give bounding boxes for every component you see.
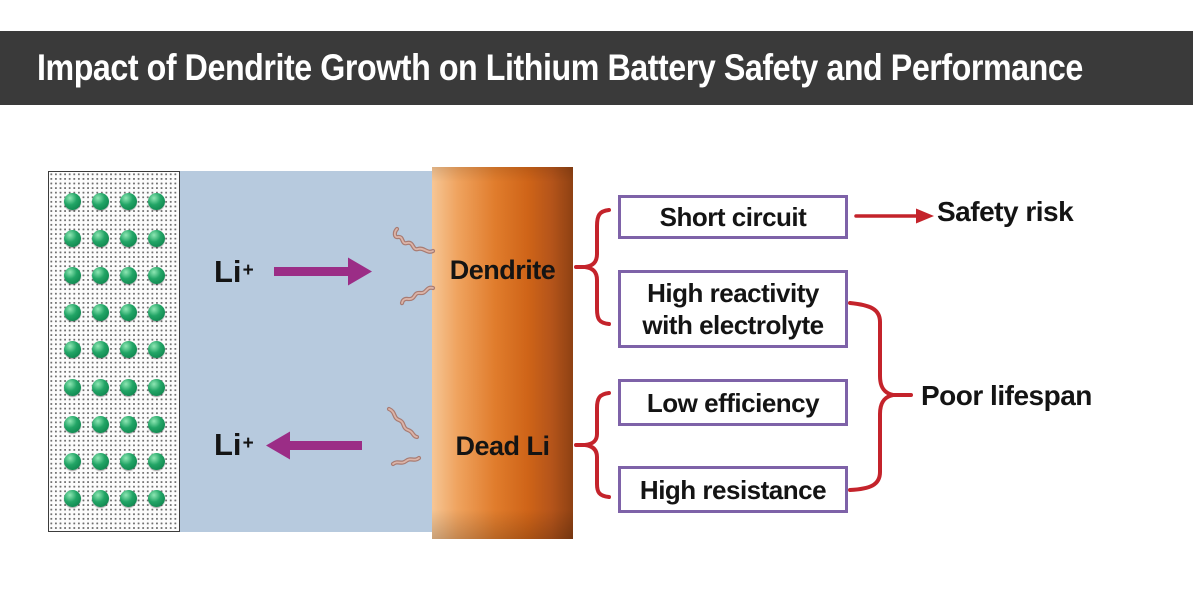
lithium-atom [63,341,81,359]
safety-risk-label: Safety risk [937,196,1074,227]
lithium-atom [147,193,165,211]
dead-li-fragment-lower [390,455,422,467]
lithium-atom [91,193,109,211]
lithium-atom [63,304,81,322]
dead-li-label: Dead Li [455,431,550,461]
lithium-atom [119,415,137,433]
lithium-atom [91,489,109,507]
lithium-atom [63,267,81,285]
short-circuit-text: Short circuit [659,202,807,232]
plus-charge-sup: + [242,260,254,281]
high-reactivity-line2: with electrolyte [642,310,824,340]
safety-risk-arrow [854,208,934,224]
high-reactivity-box: High reactivity with electrolyte [618,270,848,348]
low-efficiency-box: Low efficiency [618,379,848,426]
lithium-atom [63,452,81,470]
li-ion-label-bottom: Li+ [214,427,254,462]
lithium-atom [119,341,137,359]
lithium-atom [147,230,165,248]
lithium-atom [119,378,137,396]
dendrite-label: Dendrite [449,255,556,285]
lithium-atom [119,267,137,285]
lithium-atom [147,341,165,359]
lithium-atom [91,230,109,248]
short-circuit-box: Short circuit [618,195,848,239]
dendrite-squiggle-upper [392,226,436,254]
lithium-atom [91,304,109,322]
lithium-atom [91,267,109,285]
lithium-electrode-region [48,171,180,532]
lithium-atom [147,267,165,285]
li-ion-left-arrow [266,431,362,460]
lithium-atom [63,193,81,211]
low-efficiency-text: Low efficiency [646,387,820,418]
lithium-atom [63,415,81,433]
dead-li-brace [574,391,611,499]
dead-li-fragment-upper [386,406,420,440]
li-ion-label-top: Li+ [214,254,254,289]
high-resistance-text: High resistance [639,474,827,505]
lithium-atom [63,489,81,507]
poor-lifespan-label: Poor lifespan [921,380,1092,411]
lithium-atom [63,230,81,248]
lithium-atom [119,489,137,507]
lithium-atom [119,304,137,322]
electrolyte-region [180,171,432,532]
lithium-atom [147,452,165,470]
lithium-atom [119,452,137,470]
lithium-atom [91,452,109,470]
li-ion-right-arrow [274,257,372,286]
dendrite-brace [574,208,611,326]
lithium-atom [119,230,137,248]
lithium-atom [147,304,165,322]
lithium-atom [91,341,109,359]
dendrite-squiggle-lower [399,285,436,306]
lithium-atom [63,378,81,396]
poor-lifespan-brace [848,301,913,492]
plus-charge-sup: + [242,433,254,454]
lithium-atom [91,415,109,433]
cathode-atoms-grid [49,172,179,531]
page-title: Impact of Dendrite Growth on Lithium Bat… [37,47,1083,88]
title-banner: Impact of Dendrite Growth on Lithium Bat… [0,31,1193,105]
lithium-atom [147,489,165,507]
anode-orange-region [432,167,573,539]
high-resistance-box: High resistance [618,466,848,513]
high-reactivity-line1: High reactivity [647,278,819,308]
lithium-atom [119,193,137,211]
lithium-atom [147,378,165,396]
lithium-atom [91,378,109,396]
lithium-atom [147,415,165,433]
